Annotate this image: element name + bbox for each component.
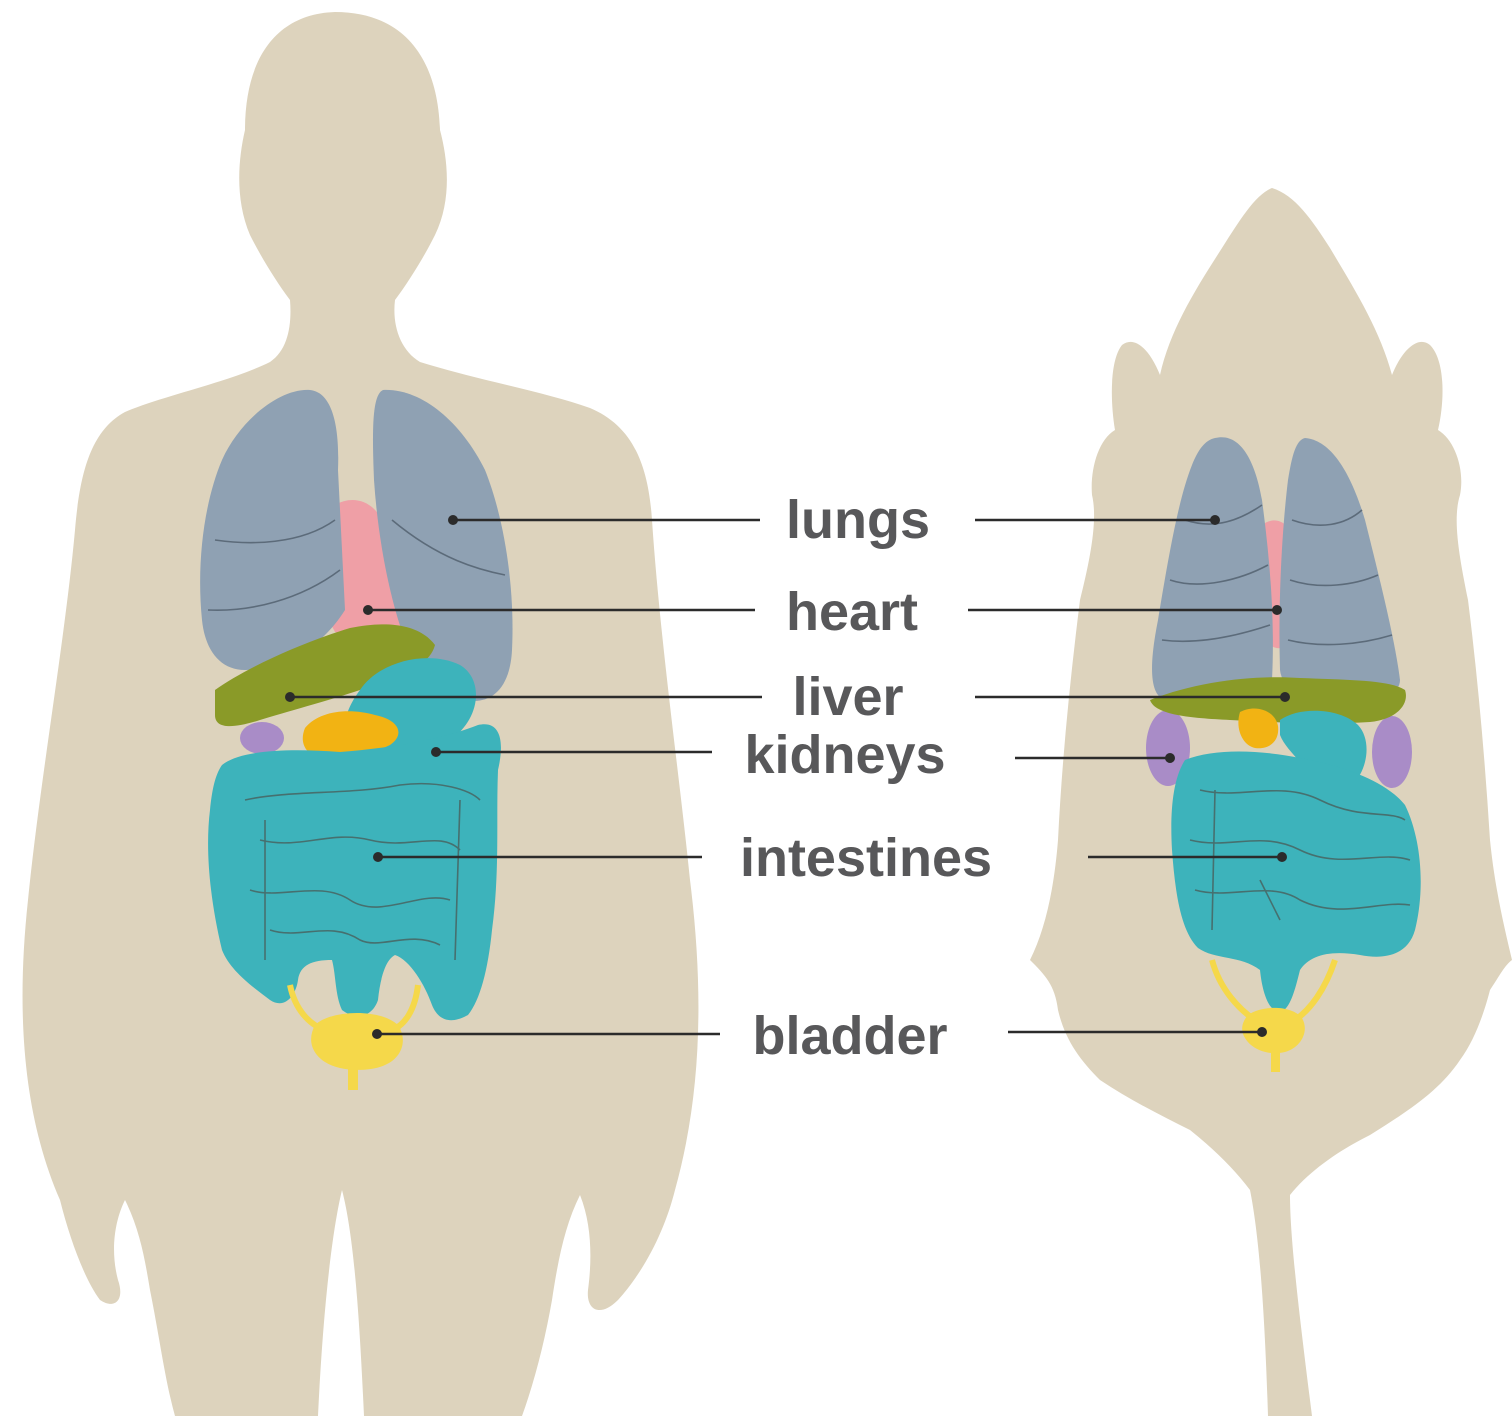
human-urethra	[348, 1064, 358, 1090]
label-heart: heart	[786, 585, 918, 639]
label-kidneys: kidneys	[744, 728, 945, 782]
label-intestines: intestines	[740, 831, 992, 885]
human-bladder	[311, 1013, 403, 1070]
label-lungs: lungs	[786, 493, 930, 547]
label-bladder: bladder	[752, 1009, 947, 1063]
human-kidney-left	[240, 722, 284, 754]
rat-urethra	[1271, 1050, 1280, 1072]
rat-kidney-right	[1372, 716, 1412, 788]
label-liver: liver	[792, 670, 903, 724]
